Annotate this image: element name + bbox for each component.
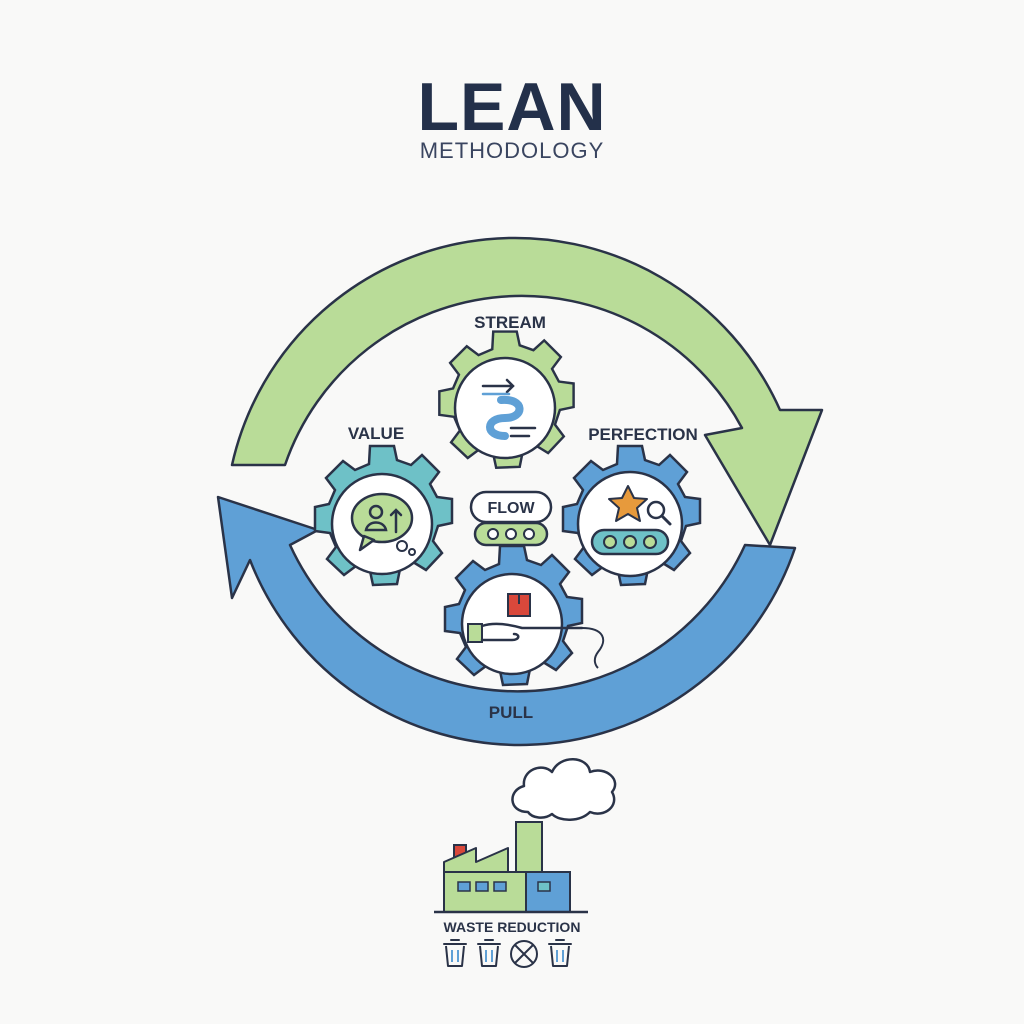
hand-package-icon: [467, 593, 605, 669]
page-subtitle: METHODOLOGY: [419, 138, 605, 163]
blue-cycle-arrow-icon: [216, 495, 797, 747]
pull-gear: [443, 544, 605, 687]
page-title: LEAN: [417, 69, 607, 145]
waste-reduction-label: WASTE REDUCTION: [444, 919, 581, 935]
green-cycle-arrow-icon: [230, 236, 824, 547]
trash-icon: [548, 939, 572, 967]
factory-icon: [434, 821, 588, 914]
stream-label: STREAM: [474, 313, 546, 332]
conveyor-icon: [590, 528, 670, 556]
value-label: VALUE: [348, 424, 404, 443]
perfection-gear: [561, 444, 702, 587]
perfection-label: PERFECTION: [588, 425, 698, 444]
flow-badge: FLOW: [469, 490, 553, 547]
flow-label: FLOW: [487, 500, 535, 517]
star-magnifier-icon: [608, 485, 672, 526]
value-gear: [313, 444, 454, 587]
stream-gear: [438, 330, 575, 470]
cloud-icon: [511, 758, 617, 821]
path-arrows-icon: [481, 378, 537, 440]
trash-icon: [477, 939, 501, 967]
person-speech-icon: [350, 492, 416, 556]
conveyor-icon: [473, 521, 549, 547]
trash-icon: [443, 939, 467, 967]
crossed-out-waste-icon: [510, 940, 538, 968]
pull-label: PULL: [489, 703, 533, 722]
